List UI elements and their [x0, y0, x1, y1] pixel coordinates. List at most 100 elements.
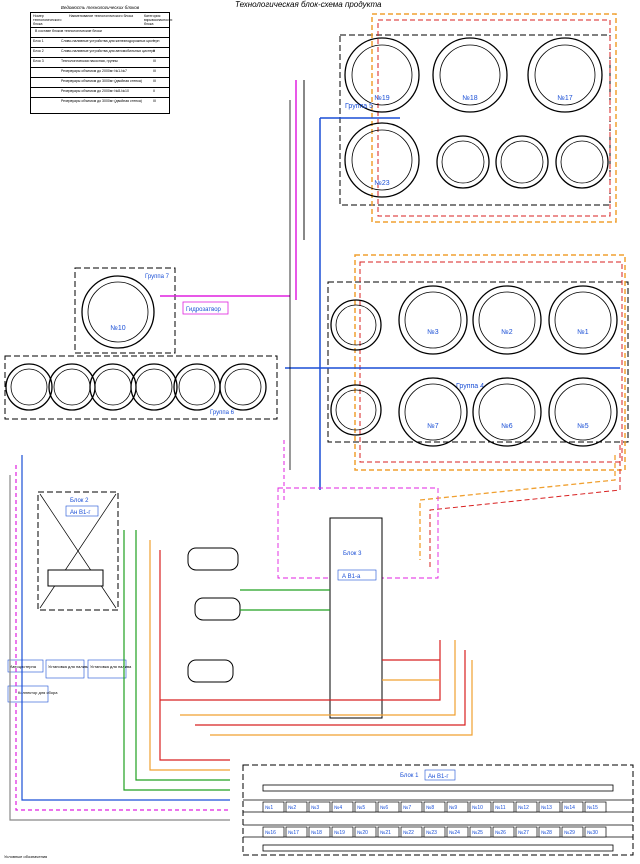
- bottom-wagon: [538, 826, 561, 838]
- bottom-wagon-label: №27: [518, 830, 529, 836]
- svg-text:№3: №3: [427, 329, 439, 336]
- tank-7[interactable]: №7: [398, 377, 468, 447]
- group6-frame: [4, 355, 278, 420]
- legend-item-1: Автоцистерна: [10, 664, 37, 669]
- top-wagon-label: №6: [380, 805, 388, 811]
- tank-22[interactable]: [436, 135, 490, 189]
- rail-platform-top: [262, 784, 614, 792]
- group6-label: Группа 6: [210, 410, 235, 416]
- tank-19[interactable]: №19: [344, 37, 420, 113]
- legend-item-3: Установка для налива: [90, 664, 132, 669]
- top-wagon: [331, 801, 354, 813]
- vessel-1: [187, 547, 239, 571]
- legend-row: Резервуары объемом до 3000м³ (двойная ст…: [31, 77, 169, 88]
- svg-text:№23: №23: [374, 180, 389, 187]
- top-wagon-label: №13: [541, 805, 552, 811]
- legend-header-cat: Категория взрывоопасности блока: [144, 14, 173, 26]
- top-wagon: [538, 801, 561, 813]
- vessel-2: [194, 597, 241, 621]
- top-wagon-label: №14: [564, 805, 575, 811]
- block1-frame: [242, 764, 634, 856]
- block1-label: Блок 1: [400, 773, 419, 779]
- svg-text:№10: №10: [110, 325, 125, 332]
- top-wagon-label: №1: [265, 805, 273, 811]
- bottom-wagon-label: №23: [426, 830, 437, 836]
- hydrozatvor-label: Гидрозатвор: [186, 307, 222, 313]
- legend-row: Резервуары объемом до 3000м³ (двойная ст…: [31, 97, 169, 114]
- top-wagon-label: №4: [334, 805, 342, 811]
- top-wagon-label: №11: [495, 805, 506, 811]
- top-wagon: [285, 801, 308, 813]
- legend-item-2: Установка для налива: [48, 664, 90, 669]
- tank-4[interactable]: [330, 299, 382, 351]
- tank-8[interactable]: [330, 384, 382, 436]
- svg-text:№2: №2: [501, 329, 513, 336]
- bottom-wagon: [423, 826, 446, 838]
- group5-label: Группа 5: [345, 103, 373, 110]
- group4-orange-line: [354, 254, 626, 471]
- hydrozatvor-box: [182, 301, 229, 315]
- top-wagon: [492, 801, 515, 813]
- tank-23[interactable]: №23: [344, 122, 420, 198]
- tank-20[interactable]: [555, 135, 609, 189]
- top-wagon: [515, 801, 538, 813]
- block2-category: Ан В1-г: [70, 510, 91, 516]
- svg-text:№6: №6: [501, 423, 513, 430]
- bottom-wagon-label: №17: [288, 830, 299, 836]
- tank-6[interactable]: №6: [472, 377, 542, 447]
- legend-header-num: Номер технологического блока: [33, 14, 62, 26]
- bottom-wagon: [492, 826, 515, 838]
- legend-row: В составе блоков технологические блоки: [31, 27, 169, 38]
- top-wagon: [423, 801, 446, 813]
- bottom-wagon-label: №21: [380, 830, 391, 836]
- tank-1[interactable]: №1: [548, 285, 618, 355]
- top-wagon: [469, 801, 492, 813]
- auto-tank-truck: [47, 569, 104, 587]
- bottom-wagon-label: №19: [334, 830, 345, 836]
- tank-row-6: [5, 363, 267, 411]
- top-wagon-label: №12: [518, 805, 529, 811]
- tank-17[interactable]: №17: [527, 37, 603, 113]
- bottom-wagon-label: №26: [495, 830, 506, 836]
- tank-5[interactable]: №5: [548, 377, 618, 447]
- legend-table: Ведомость технологических блоков Номер т…: [30, 5, 173, 114]
- top-wagon: [446, 801, 469, 813]
- block1-category: Ан В1-г: [428, 774, 449, 780]
- block3-label: Блок 3: [343, 551, 362, 557]
- tank-3[interactable]: №3: [398, 285, 468, 355]
- tank-18[interactable]: №18: [432, 37, 508, 113]
- legend-note: Условные обозначения: [4, 854, 48, 859]
- pipe-bundle-left: [9, 455, 473, 821]
- top-wagon: [377, 801, 400, 813]
- block3-category: А В1-а: [342, 574, 361, 580]
- block2-frame: [37, 491, 119, 611]
- group7-label: Группа 7: [145, 274, 170, 280]
- legend-header-name: Наименование технологического блока: [68, 14, 134, 18]
- bottom-wagon: [515, 826, 538, 838]
- bottom-wagon-label: №18: [311, 830, 322, 836]
- bottom-wagon-label: №24: [449, 830, 460, 836]
- svg-text:№18: №18: [462, 95, 477, 102]
- tank-10[interactable]: №10: [81, 275, 155, 349]
- top-wagon-label: №9: [449, 805, 457, 811]
- tank-21[interactable]: [495, 135, 549, 189]
- group7-frame: [74, 267, 176, 354]
- block3-building: [329, 517, 383, 719]
- bottom-wagon: [377, 826, 400, 838]
- bottom-wagon: [308, 826, 331, 838]
- top-wagon: [354, 801, 377, 813]
- bottom-wagon-label: №20: [357, 830, 368, 836]
- bottom-wagon: [331, 826, 354, 838]
- group4-frame: [327, 281, 629, 443]
- tank-2[interactable]: №2: [472, 285, 542, 355]
- page-title: Технологическая блок-схема продукта: [235, 0, 382, 9]
- svg-text:№17: №17: [557, 95, 572, 102]
- bottom-wagon: [561, 826, 584, 838]
